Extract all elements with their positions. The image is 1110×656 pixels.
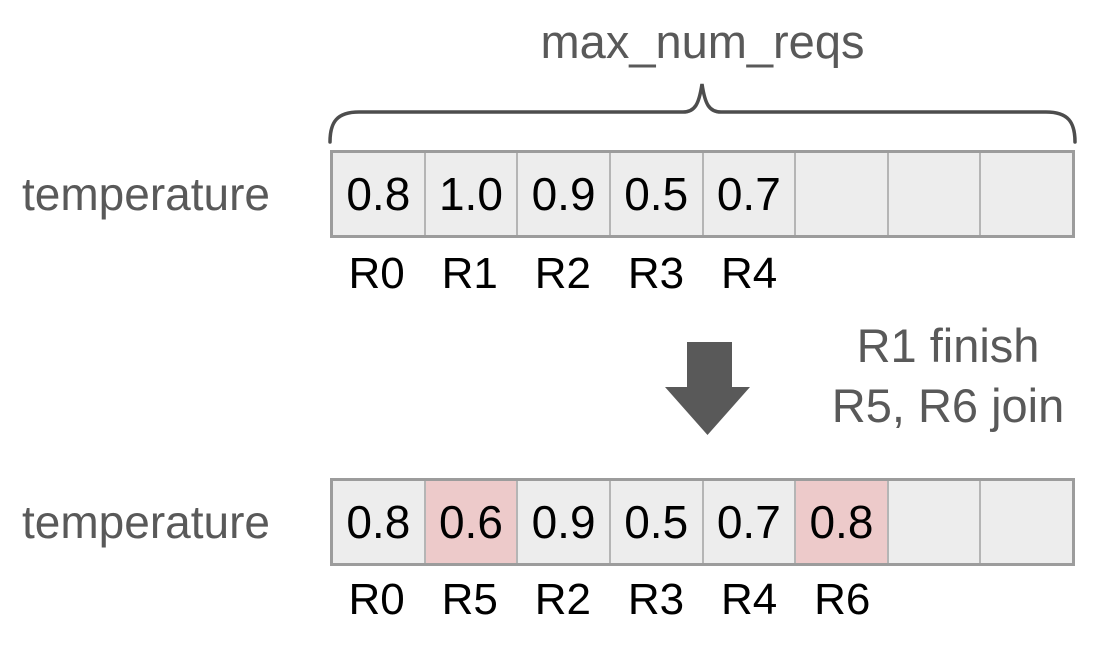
request-labels-after: R0 R5 R2 R3 R4 R6 xyxy=(330,574,1075,626)
request-label: R3 xyxy=(627,575,685,624)
array-cell xyxy=(979,481,1072,563)
array-cell: 0.8 xyxy=(794,481,887,563)
array-cell xyxy=(886,481,980,563)
array-cell: 0.9 xyxy=(516,481,609,563)
transition-note-line2: R5, R6 join xyxy=(831,379,1065,432)
array-cell: 0.8 xyxy=(333,153,424,235)
request-label: R1 xyxy=(441,249,498,298)
request-label xyxy=(796,248,889,300)
transition-note-line1: R1 finish xyxy=(856,319,1040,372)
row-label-after: temperature xyxy=(22,496,271,548)
array-cell xyxy=(979,153,1072,235)
row-label-before: temperature xyxy=(22,168,271,220)
request-label xyxy=(889,574,982,626)
array-cell: 0.9 xyxy=(516,153,609,235)
request-label: R0 xyxy=(348,249,405,298)
request-label: R6 xyxy=(814,575,871,624)
curly-brace-icon xyxy=(328,83,1077,144)
brace-caption: max_num_reqs xyxy=(540,15,865,68)
array-cell xyxy=(886,153,980,235)
request-label: R2 xyxy=(534,575,591,624)
array-cell: 0.7 xyxy=(701,153,795,235)
array-cell: 1.0 xyxy=(423,153,517,235)
request-label xyxy=(982,574,1075,626)
request-label: R2 xyxy=(534,249,591,298)
request-label: R0 xyxy=(348,575,405,624)
request-labels-before: R0 R1 R2 R3 R4 xyxy=(330,248,1075,300)
request-label xyxy=(889,248,982,300)
array-cell: 0.6 xyxy=(423,481,517,563)
array-cell: 0.7 xyxy=(701,481,795,563)
request-label: R4 xyxy=(720,249,778,298)
request-label: R3 xyxy=(627,249,685,298)
temperature-array-after: 0.8 0.6 0.9 0.5 0.7 0.8 xyxy=(330,478,1075,566)
request-label: R4 xyxy=(720,575,778,624)
transition-note: R1 finish R5, R6 join xyxy=(768,316,1110,436)
array-cell: 0.5 xyxy=(608,481,702,563)
array-cell xyxy=(794,153,887,235)
request-label xyxy=(982,248,1075,300)
request-label: R5 xyxy=(441,575,498,624)
array-cell: 0.8 xyxy=(333,481,424,563)
temperature-array-before: 0.8 1.0 0.9 0.5 0.7 xyxy=(330,150,1075,238)
array-cell: 0.5 xyxy=(608,153,702,235)
down-arrow-icon xyxy=(665,342,750,435)
